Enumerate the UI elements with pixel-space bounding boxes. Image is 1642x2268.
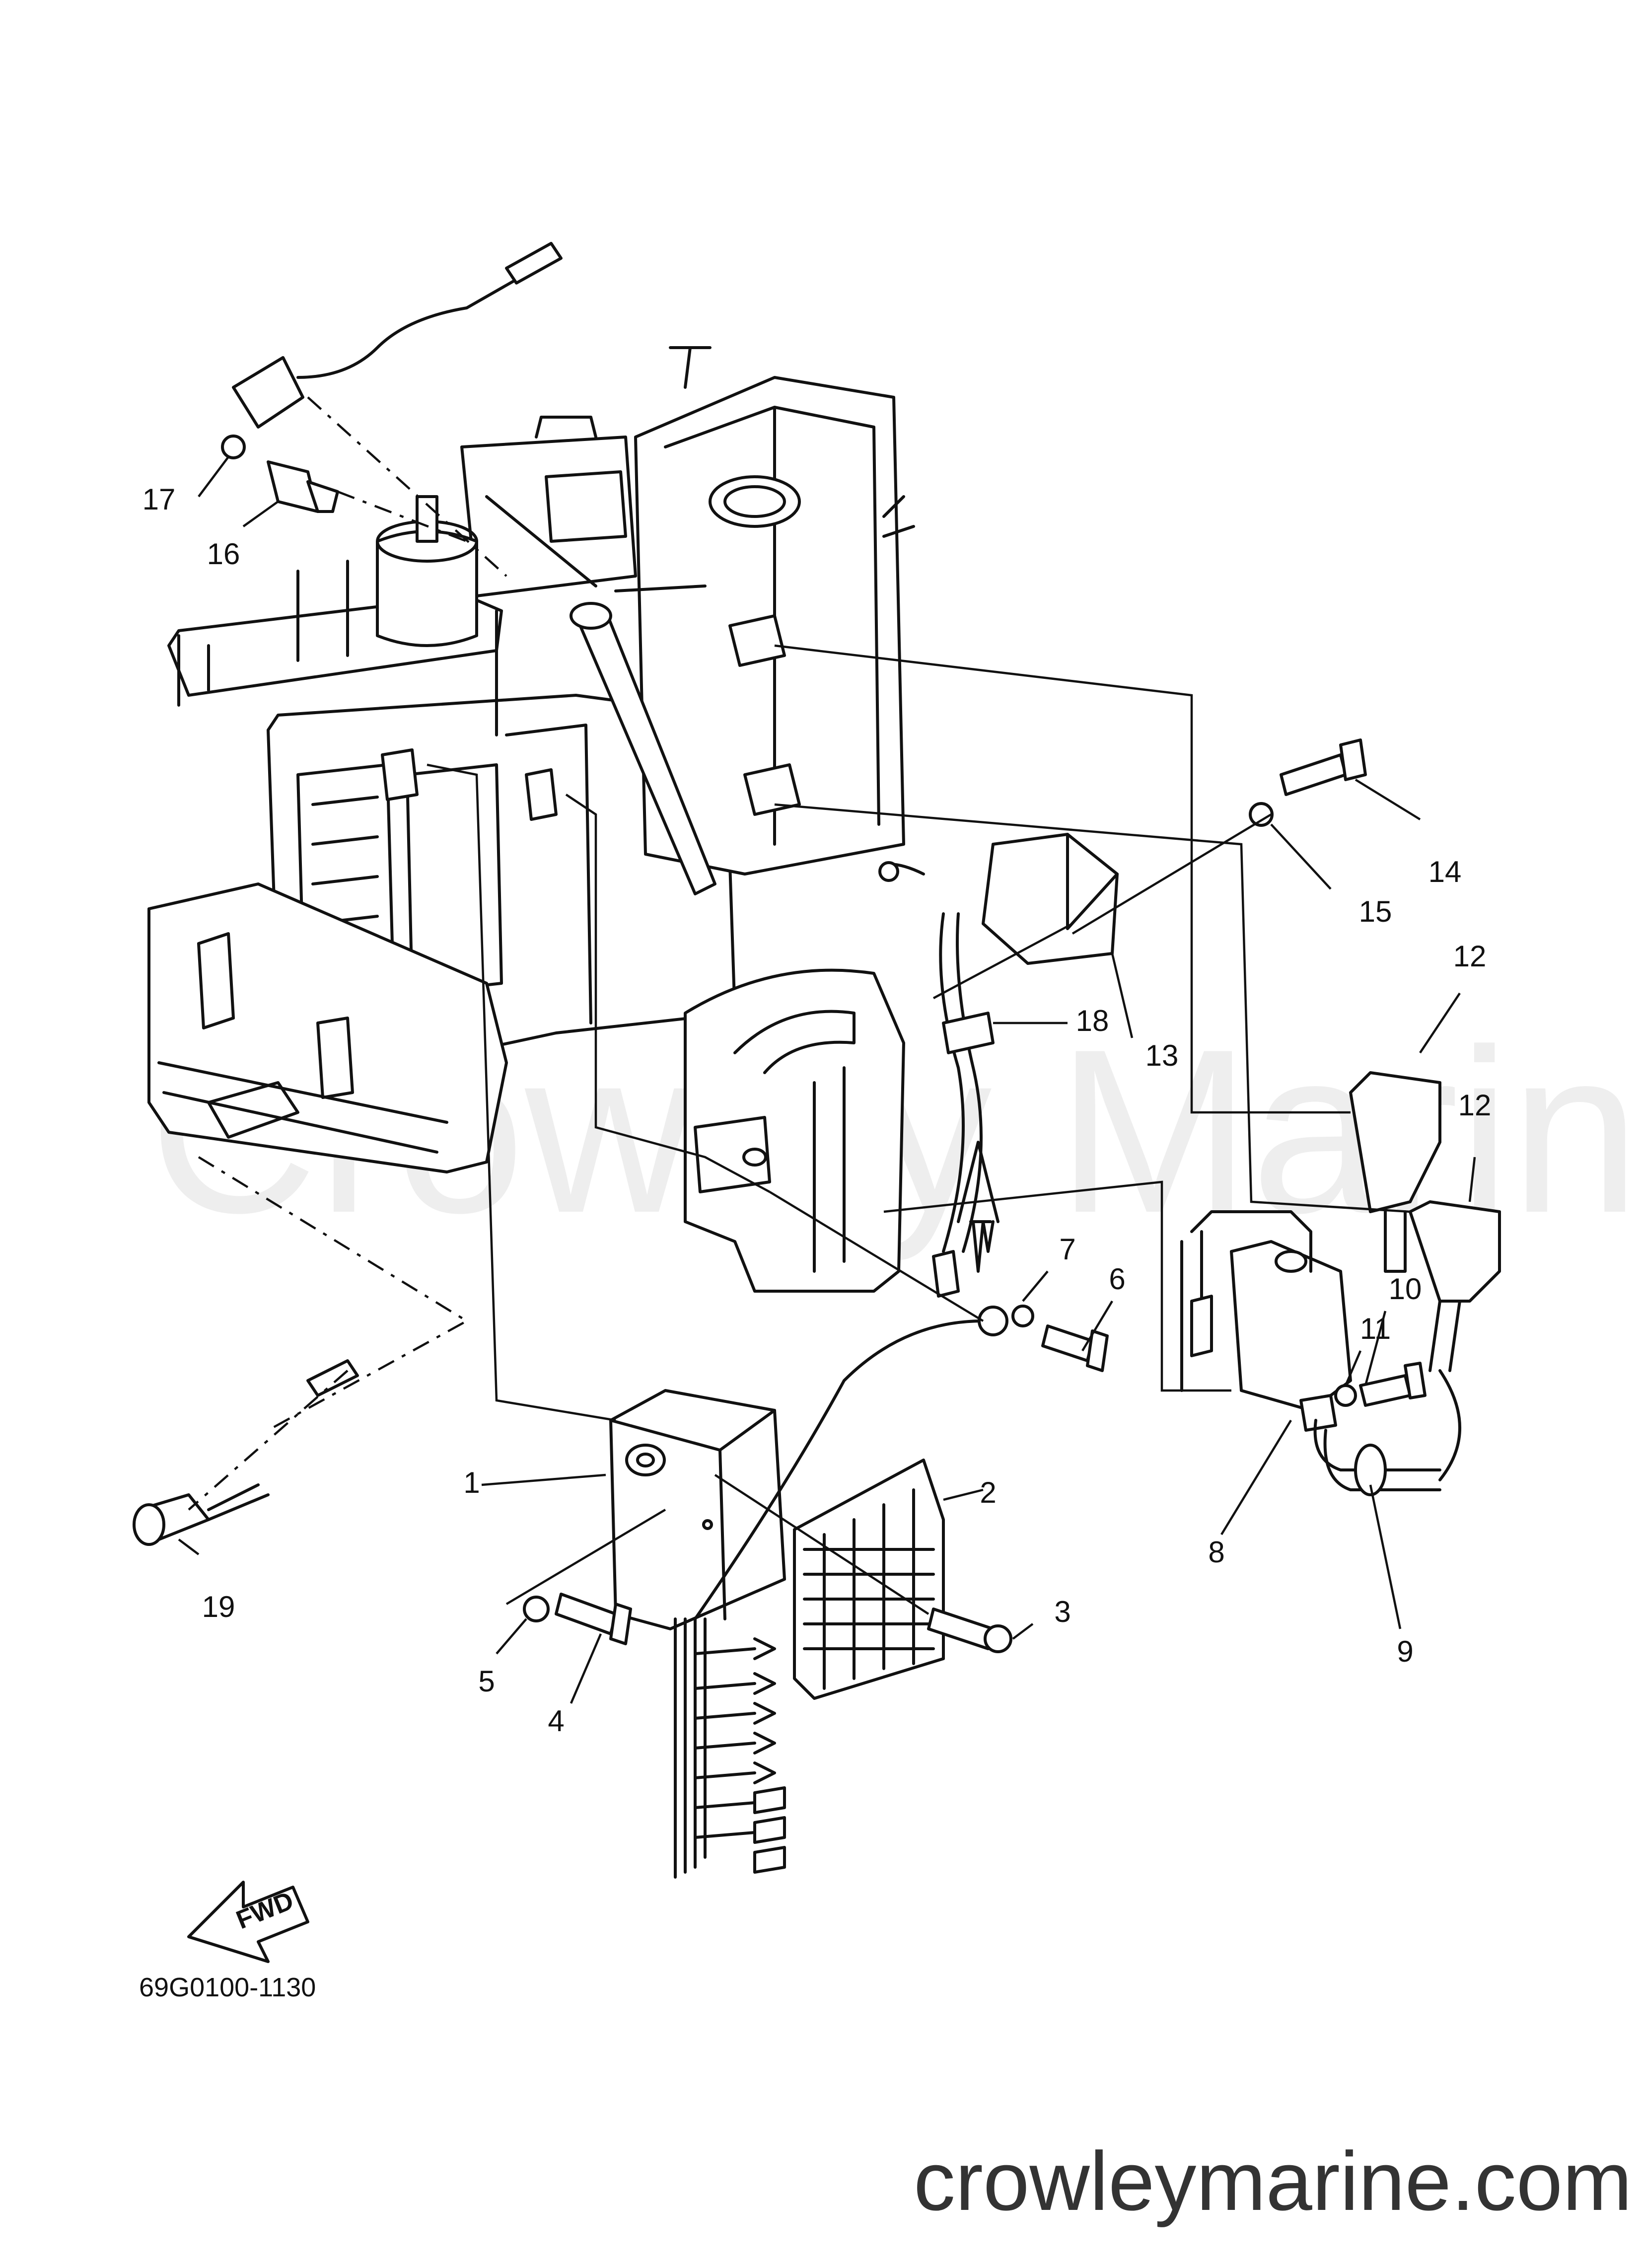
connection-lines xyxy=(188,396,1411,1615)
charge-coil-leads-illustration xyxy=(878,861,999,1298)
reference-code: 69G0100-1130 xyxy=(139,1973,316,2002)
engine-block-illustration xyxy=(147,346,915,1173)
callout-12b: 12 xyxy=(1458,1089,1492,1122)
callout-4: 4 xyxy=(548,1704,564,1738)
callout-14: 14 xyxy=(1428,855,1462,888)
rectifier-regulator-illustration xyxy=(793,1459,945,1700)
callout-10: 10 xyxy=(1389,1272,1422,1306)
callout-leaders xyxy=(178,456,1476,1704)
website-label: crowleymarine.com xyxy=(914,2134,1632,2228)
callout-18: 18 xyxy=(1076,1004,1109,1037)
stator-plate-illustration xyxy=(684,968,905,1293)
forward-direction-arrow: FWD xyxy=(187,1881,309,1963)
callout-11: 11 xyxy=(1360,1312,1391,1345)
ignition-coil-illustration xyxy=(1180,1210,1461,1496)
callout-9: 9 xyxy=(1397,1635,1413,1668)
callout-19: 19 xyxy=(202,1590,235,1623)
callout-16: 16 xyxy=(207,537,240,571)
small-parts-illustration xyxy=(133,242,1427,1653)
plug-caps-illustration xyxy=(1349,1071,1501,1372)
callout-3: 3 xyxy=(1054,1595,1071,1628)
callout-6: 6 xyxy=(1109,1262,1125,1296)
callout-7: 7 xyxy=(1059,1233,1075,1266)
callout-5: 5 xyxy=(478,1665,495,1698)
cdi-unit-illustration xyxy=(609,1306,1008,1879)
callout-12a: 12 xyxy=(1453,940,1487,973)
callout-1: 1 xyxy=(463,1466,480,1499)
callout-17: 17 xyxy=(143,483,176,516)
callout-2: 2 xyxy=(980,1476,996,1509)
callout-13: 13 xyxy=(1145,1039,1179,1072)
callout-15: 15 xyxy=(1359,895,1392,928)
callout-8: 8 xyxy=(1208,1536,1224,1569)
